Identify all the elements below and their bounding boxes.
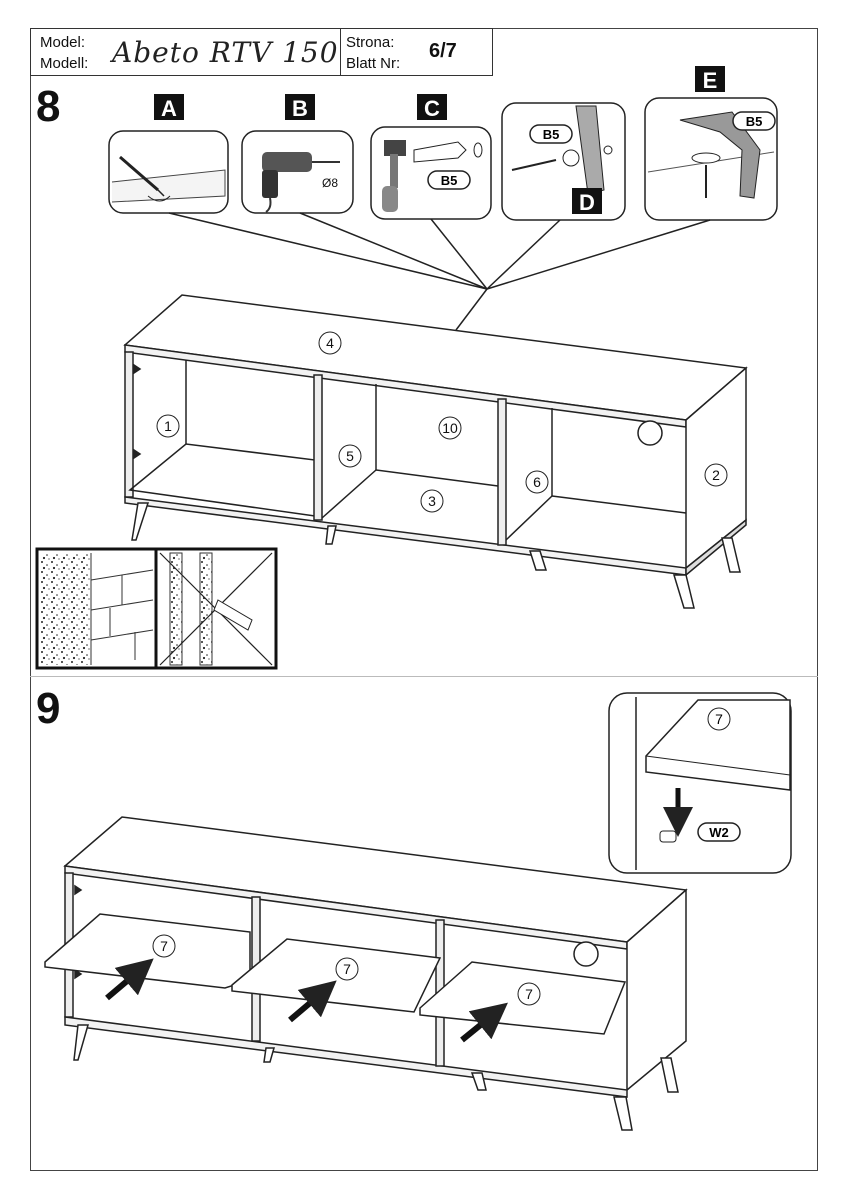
svg-text:6: 6 (533, 474, 541, 490)
section-divider (30, 676, 818, 677)
detail-b-drilling: Ø8 (241, 130, 354, 214)
cabinet-step-9 (63, 816, 688, 1131)
page-number: 6/7 (429, 40, 457, 62)
svg-text:B5: B5 (746, 114, 763, 129)
svg-text:7: 7 (525, 986, 533, 1002)
shelf-pin-detail: 7 W2 (608, 692, 792, 874)
modell-label: Modell: (40, 55, 89, 72)
drill-size-label: Ø8 (322, 176, 338, 190)
detail-c-dowel: B5 (370, 126, 492, 220)
page-box (340, 28, 493, 76)
cabinet-step-8 (123, 294, 748, 609)
strona-label: Strona: (346, 34, 395, 51)
step-8-number: 8 (36, 82, 61, 131)
part-labels-step-9: 7 7 7 (152, 934, 541, 1006)
callout-lines (168, 212, 711, 331)
svg-text:3: 3 (428, 493, 436, 509)
svg-text:4: 4 (326, 335, 334, 351)
svg-text:B: B (292, 96, 308, 121)
svg-text:10: 10 (442, 420, 458, 436)
detail-letter-d: D (579, 190, 595, 215)
model-label: Model: (40, 34, 86, 51)
svg-text:7: 7 (715, 711, 723, 727)
part-labels-step-8: 4 1 10 5 6 3 2 (156, 331, 728, 513)
svg-text:7: 7 (343, 961, 351, 977)
detail-letter-e: E (695, 66, 725, 93)
svg-text:E: E (703, 68, 718, 93)
svg-text:W2: W2 (709, 825, 729, 840)
svg-text:7: 7 (160, 938, 168, 954)
model-box (30, 28, 341, 76)
detail-a-marking (108, 130, 229, 214)
svg-text:5: 5 (346, 448, 354, 464)
detail-letter-c: C (417, 94, 447, 121)
svg-text:B5: B5 (543, 127, 560, 142)
detail-letter-a: A (154, 94, 184, 121)
svg-text:A: A (161, 96, 177, 121)
detail-letter-b: B (285, 94, 315, 121)
detail-d-screw: B5 D (501, 102, 626, 221)
insert-arrows (105, 958, 508, 1043)
detail-e-bracket: B5 (644, 97, 778, 221)
svg-text:1: 1 (164, 418, 172, 434)
model-name: Abeto RTV 150 (112, 36, 339, 69)
wall-type-inset (35, 547, 278, 670)
svg-text:C: C (424, 96, 440, 121)
svg-text:2: 2 (712, 467, 720, 483)
svg-text:B5: B5 (441, 173, 458, 188)
blatt-label: Blatt Nr: (346, 55, 401, 72)
step-9-number: 9 (36, 684, 61, 733)
